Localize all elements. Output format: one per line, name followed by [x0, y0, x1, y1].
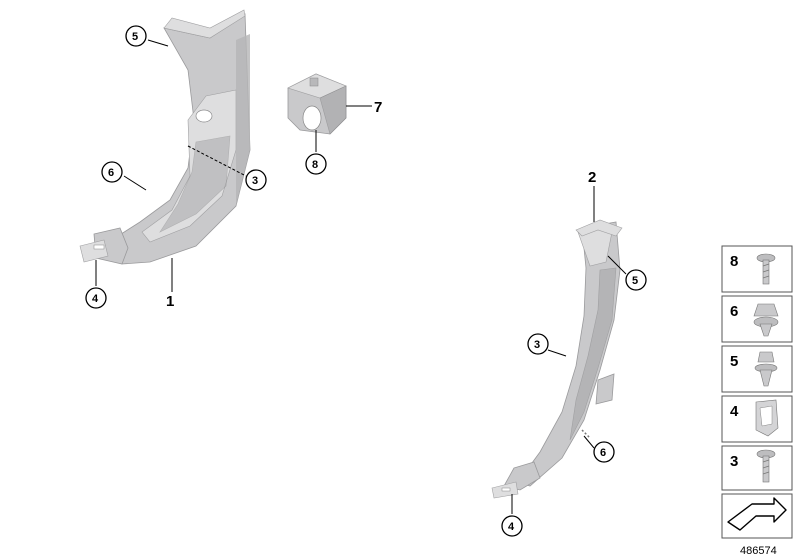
part-label-7: 7 — [374, 99, 382, 116]
clip-bracket-part-7 — [287, 73, 347, 135]
callout-4-right: 4 — [508, 521, 515, 533]
legend-num-3: 3 — [730, 453, 738, 470]
legend-num-5: 5 — [730, 353, 738, 370]
legend-num-6: 6 — [730, 303, 738, 320]
reference-number: 486574 — [740, 545, 777, 557]
callout-6-left: 6 — [108, 167, 114, 179]
callouts-right: 2 5 3 6 4 — [501, 169, 647, 537]
legend-num-4: 4 — [730, 403, 739, 420]
part-label-2: 2 — [588, 169, 596, 186]
direction-arrow-icon — [727, 497, 787, 531]
oval-screw-icon — [756, 449, 776, 483]
callout-4-left: 4 — [92, 293, 99, 305]
callouts-left: 5 6 3 4 8 1 7 — [85, 25, 382, 310]
callout-3-left: 3 — [252, 175, 258, 187]
callout-5-left: 5 — [132, 31, 138, 43]
part-label-1: 1 — [166, 293, 174, 310]
trim-panel-part-1 — [79, 9, 251, 265]
bracket-clip-icon — [755, 399, 779, 437]
parts-legend: 8 6 5 4 3 — [721, 245, 793, 557]
callout-6-right: 6 — [600, 447, 606, 459]
callout-3-right: 3 — [534, 339, 540, 351]
clip-nut-icon — [753, 303, 779, 337]
callout-8-left: 8 — [312, 159, 318, 171]
legend-num-8: 8 — [730, 253, 738, 270]
screw-icon — [756, 253, 776, 285]
callout-5-right: 5 — [632, 275, 638, 287]
trim-panel-part-2 — [491, 219, 623, 499]
expanding-clip-icon — [754, 351, 778, 387]
